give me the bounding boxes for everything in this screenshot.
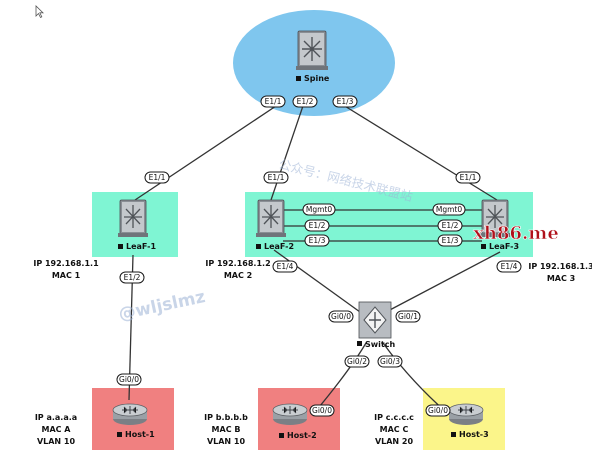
leaf3-ip: IP 192.168.1.3	[528, 262, 592, 271]
spine-label: Spine	[304, 74, 330, 83]
leaf3-switch-icon[interactable]	[480, 199, 510, 237]
svg-text:Mgmt0: Mgmt0	[436, 205, 462, 214]
port-leaf1-e11[interactable]: E1/1	[144, 171, 170, 184]
svg-text:E1/1: E1/1	[460, 173, 477, 182]
host1-status-icon	[117, 432, 122, 437]
svg-text:Gi0/0: Gi0/0	[331, 312, 351, 321]
svg-text:E1/4: E1/4	[501, 262, 518, 271]
leaf1-ip: IP 192.168.1.1	[33, 259, 99, 268]
port-switch-gi01[interactable]: Gi0/1	[395, 310, 421, 323]
port-leaf3-mgmt0[interactable]: Mgmt0	[432, 203, 466, 216]
link-spine-leaf2[interactable]	[270, 99, 306, 201]
switch-status-icon	[357, 341, 362, 346]
spine-switch-icon[interactable]	[296, 30, 328, 70]
port-leaf2-e11[interactable]: E1/1	[263, 171, 289, 184]
svg-text:E1/4: E1/4	[277, 262, 294, 271]
host2-router-icon[interactable]	[272, 403, 308, 425]
leaf1-status-icon	[118, 244, 123, 249]
spine-status-icon	[296, 76, 301, 81]
port-leaf1-e12[interactable]: E1/2	[119, 271, 145, 284]
leaf1-mac: MAC 1	[52, 271, 81, 280]
handle-watermark: @wljslmz	[117, 287, 207, 325]
host1-ip: IP a.a.a.a	[35, 413, 77, 422]
host3-router-icon[interactable]	[448, 403, 484, 425]
svg-text:E1/2: E1/2	[309, 221, 326, 230]
leaf3-mac: MAC 3	[547, 274, 575, 283]
host2-mac: MAC B	[212, 425, 241, 434]
svg-text:Gi0/2: Gi0/2	[347, 357, 367, 366]
host2-status-icon	[279, 433, 284, 438]
leaf1-switch-icon[interactable]	[118, 199, 148, 237]
host2-ip: IP b.b.b.b	[204, 413, 248, 422]
svg-text:Gi0/0: Gi0/0	[428, 406, 448, 415]
port-switch-gi02[interactable]: Gi0/2	[344, 355, 370, 368]
port-spine-e11[interactable]: E1/1	[260, 95, 286, 108]
host1-router-icon[interactable]	[112, 403, 148, 425]
port-spine-e12[interactable]: E1/2	[292, 95, 318, 108]
l2-switch-icon[interactable]	[358, 301, 392, 339]
host1-mac: MAC A	[42, 425, 72, 434]
port-host2-gi00[interactable]: Gi0/0	[309, 404, 335, 417]
leaf2-mac: MAC 2	[224, 271, 252, 280]
leaf2-status-icon	[256, 244, 261, 249]
port-leaf2-mgmt0[interactable]: Mgmt0	[302, 203, 336, 216]
svg-text:E1/3: E1/3	[309, 236, 326, 245]
svg-text:E1/2: E1/2	[124, 273, 141, 282]
port-leaf2-e14[interactable]: E1/4	[272, 260, 298, 273]
leaf1-label: LeaF-1	[126, 242, 156, 251]
port-leaf3-e14[interactable]: E1/4	[496, 260, 522, 273]
cursor-icon	[35, 5, 44, 19]
host3-vlan: VLAN 20	[375, 437, 414, 446]
svg-text:Gi0/1: Gi0/1	[398, 312, 418, 321]
leaf2-ip: IP 192.168.1.2	[205, 259, 270, 268]
svg-text:Gi0/0: Gi0/0	[312, 406, 332, 415]
link-switch-host2[interactable]	[314, 342, 367, 413]
port-switch-gi03[interactable]: Gi0/3	[377, 355, 403, 368]
svg-text:Gi0/0: Gi0/0	[119, 375, 139, 384]
host2-vlan: VLAN 10	[207, 437, 246, 446]
link-leaf3-switch[interactable]	[385, 251, 501, 313]
port-leaf2-e13[interactable]: E1/3	[304, 234, 330, 247]
svg-text:E1/1: E1/1	[265, 97, 282, 106]
leaf3-status-icon	[481, 244, 486, 249]
link-leaf2-switch[interactable]	[273, 249, 361, 313]
host1-label: Host-1	[125, 430, 155, 439]
svg-text:E1/3: E1/3	[442, 236, 459, 245]
port-leaf3-e13[interactable]: E1/3	[437, 234, 463, 247]
leaf2-switch-icon[interactable]	[256, 199, 286, 237]
port-switch-gi00[interactable]: Gi0/0	[328, 310, 354, 323]
port-leaf3-e12[interactable]: E1/2	[437, 219, 463, 232]
host2-label: Host-2	[287, 431, 317, 440]
host3-ip: IP c.c.c.c	[374, 413, 414, 422]
host3-status-icon	[451, 432, 456, 437]
leaf2-label: LeaF-2	[264, 242, 294, 251]
svg-text:E1/1: E1/1	[149, 173, 166, 182]
host3-label: Host-3	[459, 430, 489, 439]
svg-text:Gi0/3: Gi0/3	[380, 357, 400, 366]
switch-label: Switch	[365, 340, 395, 349]
host3-mac: MAC C	[380, 425, 409, 434]
svg-text:E1/2: E1/2	[297, 97, 314, 106]
port-leaf3-e11[interactable]: E1/1	[455, 171, 481, 184]
leaf3-label: LeaF-3	[489, 242, 519, 251]
svg-text:E1/3: E1/3	[337, 97, 354, 106]
port-host1-gi00[interactable]: Gi0/0	[116, 373, 142, 386]
site-watermark: xh86.me	[473, 223, 559, 244]
port-spine-e13[interactable]: E1/3	[332, 95, 358, 108]
port-leaf2-e12[interactable]: E1/2	[304, 219, 330, 232]
svg-text:E1/2: E1/2	[442, 221, 459, 230]
svg-text:Mgmt0: Mgmt0	[306, 205, 332, 214]
link-spine-leaf1[interactable]	[134, 99, 286, 201]
svg-text:E1/1: E1/1	[268, 173, 285, 182]
host1-vlan: VLAN 10	[37, 437, 76, 446]
port-host3-gi00[interactable]: Gi0/0	[425, 404, 451, 417]
